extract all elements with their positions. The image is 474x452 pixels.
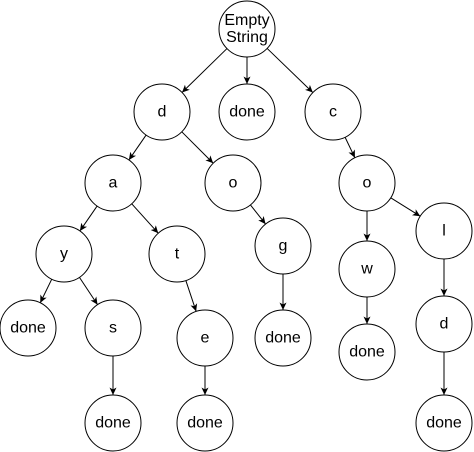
node-w: w [338,240,396,298]
node-circle [0,299,57,357]
node-label: a [109,175,118,192]
node-label: d [440,316,449,333]
node-c: c [304,83,362,141]
node-circle [415,394,473,452]
edge-root-to-d [182,48,228,93]
node-circle [133,83,191,141]
node-done_g: done [254,309,312,367]
edge-d-to-a [128,134,147,160]
node-label: String [226,29,268,46]
node-label: w [360,261,373,278]
node-circle [254,309,312,367]
node-circle [218,83,276,141]
node-circle [338,240,396,298]
node-label: done [349,344,385,361]
edge-y-to-done_y [40,278,53,303]
node-label: Empty [224,12,269,29]
node-done_w: done [338,323,396,381]
edge-y-to-s [79,277,98,305]
node-label: g [279,238,288,255]
node-label: o [363,175,372,192]
node-g: g [254,217,312,275]
node-label: done [95,415,131,432]
node-circle [84,394,142,452]
node-o1: o [204,154,262,212]
node-circle [415,202,473,260]
node-done_e: done [176,394,234,452]
node-e: e [176,309,234,367]
node-label: y [60,246,68,263]
node-label: done [229,104,265,121]
node-a: a [84,154,142,212]
node-label: d [158,104,167,121]
edge-a-to-y [79,205,98,231]
node-circle [415,295,473,353]
node-o2: o [338,154,396,212]
node-circle [338,323,396,381]
node-t: t [148,225,206,283]
edge-root-to-c [266,48,313,93]
node-label: o [229,175,238,192]
node-circle [254,217,312,275]
node-label: e [201,330,210,347]
node-circle [84,299,142,357]
node-circle [35,225,93,283]
node-done_d2: done [415,394,473,452]
edge-t-to-e [185,280,198,312]
edge-c-to-o2 [344,137,356,158]
node-label: l [442,223,446,240]
node-label: done [10,320,46,337]
node-label: done [265,330,301,347]
node-s: s [84,299,142,357]
node-circle [218,0,276,58]
node-d: d [133,83,191,141]
node-circle [148,225,206,283]
edges [40,48,448,395]
node-circle [204,154,262,212]
edge-d-to-o1 [181,131,214,164]
node-circle [176,394,234,452]
node-done0: done [218,83,276,141]
node-y: y [35,225,93,283]
node-circle [338,154,396,212]
node-label: t [175,246,180,263]
edge-a-to-t [131,203,159,234]
edge-o1-to-g [250,204,266,225]
node-d2: d [415,295,473,353]
node-label: s [109,320,117,337]
node-label: c [329,104,337,121]
edge-o2-to-l [390,197,421,217]
node-label: done [426,415,462,432]
node-label: done [187,415,223,432]
node-circle [176,309,234,367]
node-l: l [415,202,473,260]
node-circle [84,154,142,212]
node-done_s: done [84,394,142,452]
node-done_y: done [0,299,57,357]
node-circle [304,83,362,141]
